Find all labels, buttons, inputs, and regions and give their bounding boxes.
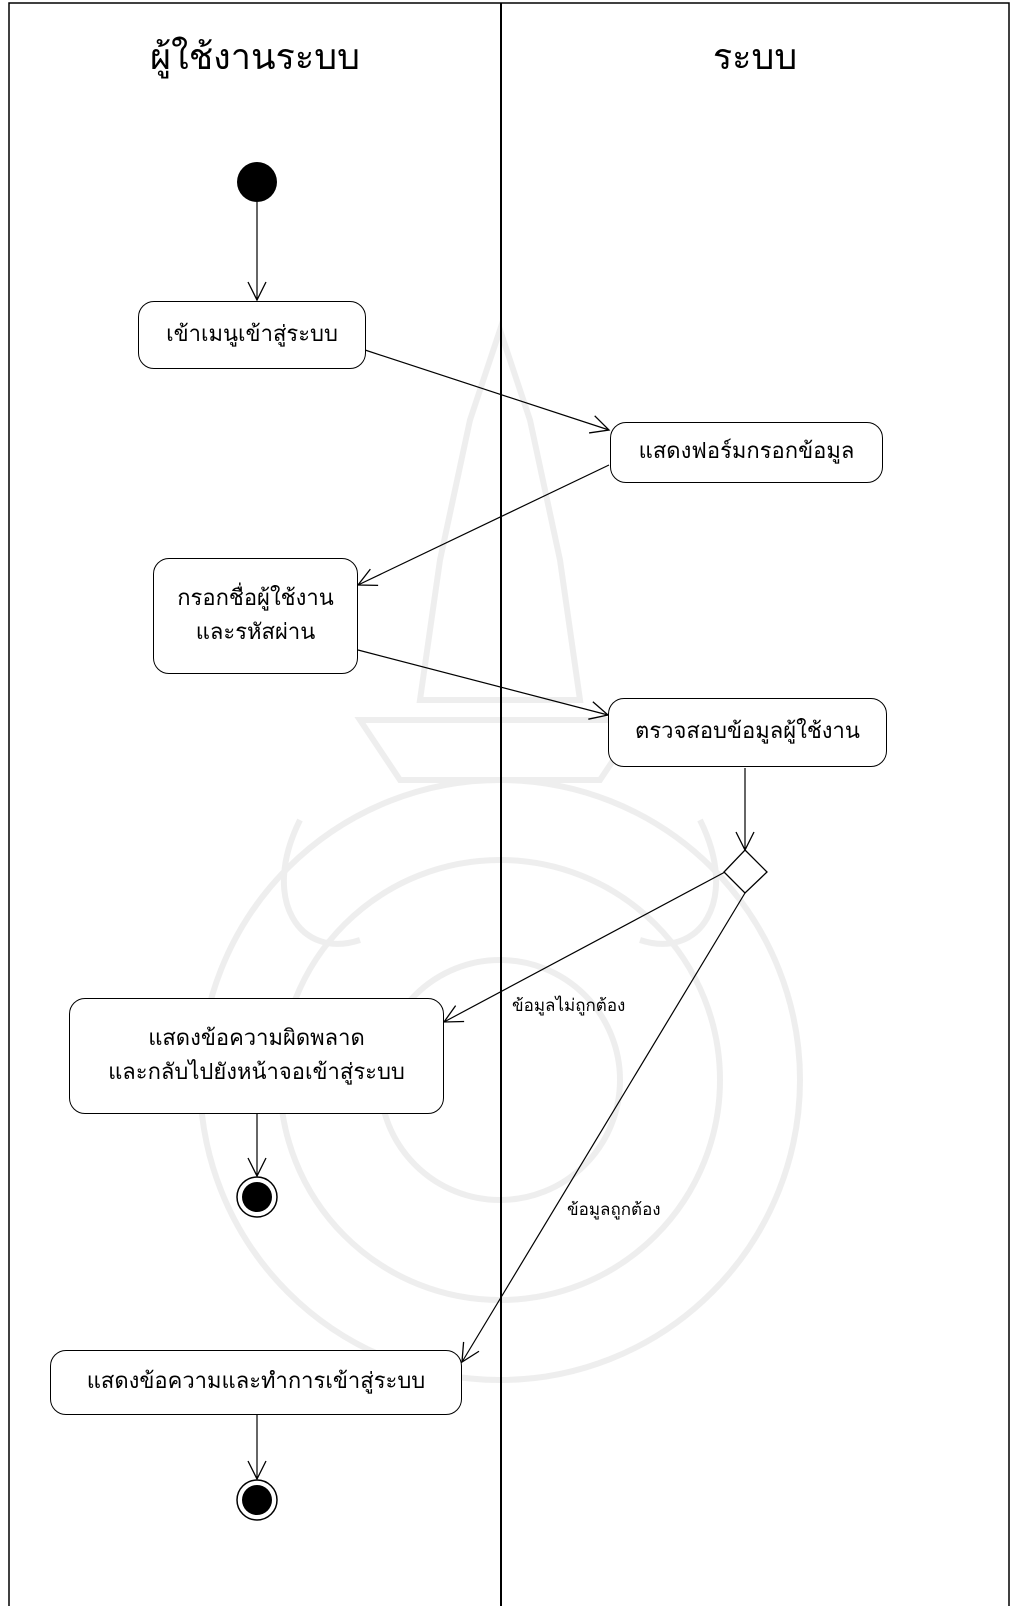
flow-fill-to-check [357,649,610,720]
activity-label-line2: และรหัสผ่าน [195,620,316,645]
activity-label: เข้าเมนูเข้าสู่ระบบ [166,321,338,347]
guard-valid-data: ข้อมูลถูกต้อง [567,1200,661,1220]
swimlane-frame [8,2,1010,1606]
activity-label-line2: และกลับไปยังหน้าจอเข้าสู่ระบบ [108,1060,405,1085]
activity-enter-login-menu: เข้าเมนูเข้าสู่ระบบ [138,301,366,369]
flow-show-form-to-fill [356,464,610,587]
decision-node [723,849,768,894]
activity-label-line1: แสดงข้อความผิดพลาด [148,1025,365,1051]
flow-decision-to-error [442,871,726,1023]
final-node-error [236,1176,278,1218]
flow-enter-menu-to-show-form [364,349,611,434]
activity-label: แสดงข้อความและทำการเข้าสู่ระบบ [86,1369,426,1395]
lane-title-user: ผู้ใช้งานระบบ [150,37,360,78]
flow-decision-to-success [461,892,746,1364]
activity-label: แสดงฟอร์มกรอกข้อมูล [638,439,855,465]
final-node-success [236,1479,278,1521]
guard-invalid-data: ข้อมูลไม่ถูกต้อง [512,996,626,1016]
activity-show-input-form: แสดงฟอร์มกรอกข้อมูล [610,422,883,483]
activity-enter-credentials: กรอกชื่อผู้ใช้งาน และรหัสผ่าน [153,558,358,674]
activity-label-line1: กรอกชื่อผู้ใช้งาน [177,585,334,611]
activity-show-error: แสดงข้อความผิดพลาด และกลับไปยังหน้าจอเข้… [69,998,444,1114]
activity-show-success-login: แสดงข้อความและทำการเข้าสู่ระบบ [50,1350,462,1415]
initial-node [237,162,277,202]
activity-label: ตรวจสอบข้อมูลผู้ใช้งาน [635,719,860,745]
activity-check-user-data: ตรวจสอบข้อมูลผู้ใช้งาน [608,698,887,767]
lane-title-system: ระบบ [712,37,798,78]
